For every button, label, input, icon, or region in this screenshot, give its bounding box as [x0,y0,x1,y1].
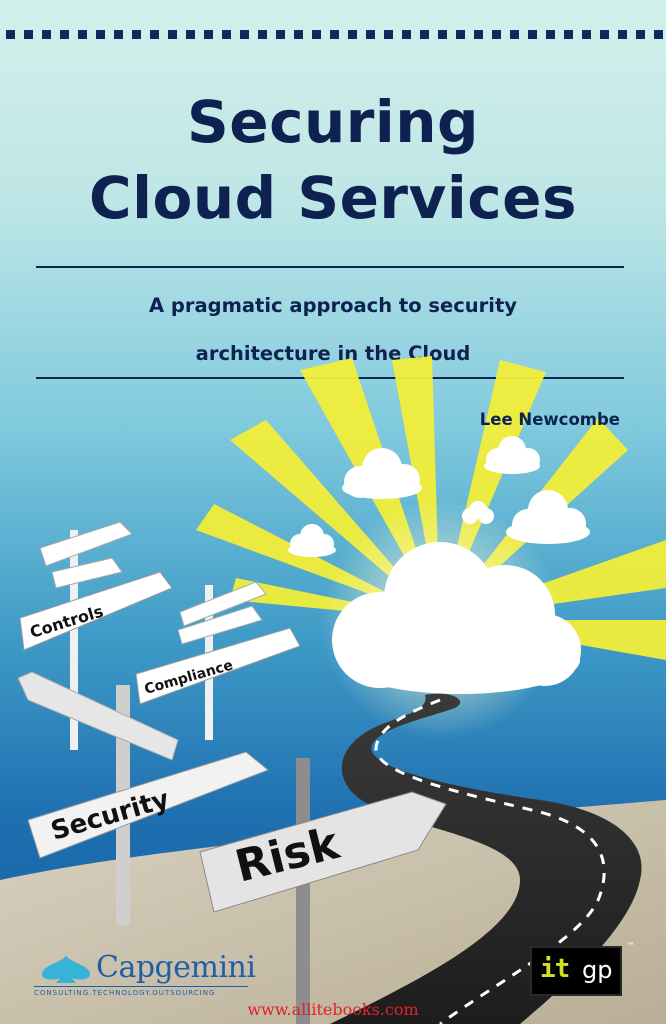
controls-sign: Controls [19,571,173,651]
small-cloud-5 [462,501,494,524]
small-cloud-4 [288,524,336,557]
title-line-2: Cloud Services [89,164,577,232]
website-link[interactable]: www.allitebooks.com [247,1000,419,1019]
security-sign-label: Security [48,784,173,846]
road [330,693,642,1024]
capgemini-logo: Capgemini CONSULTING.TECHNOLOGY.OUTSOURC… [34,950,274,998]
capgemini-tagline: CONSULTING.TECHNOLOGY.OUTSOURCING [34,986,248,997]
author-name: Lee Newcombe [479,410,620,429]
title-line-1: Securing [186,88,480,156]
book-title: Securing Cloud Services [0,84,666,236]
spade-icon [42,956,90,983]
itgp-logo: it gp [530,946,622,996]
small-cloud-1 [342,448,422,499]
itgp-gp-text: gp [582,956,613,984]
big-cloud [332,542,581,694]
blank-signs [17,521,267,761]
road-center-line [374,698,606,1024]
top-rule [36,266,624,268]
subtitle-line-1: A pragmatic approach to security [149,294,517,317]
dotted-border [6,30,666,39]
small-cloud-2 [484,436,540,474]
capgemini-wordmark: Capgemini [96,950,256,985]
compliance-sign: Compliance [135,627,301,705]
itgp-it-text: it [540,954,570,984]
trademark-symbol: ™ [626,942,635,952]
small-cloud-3 [506,490,590,544]
